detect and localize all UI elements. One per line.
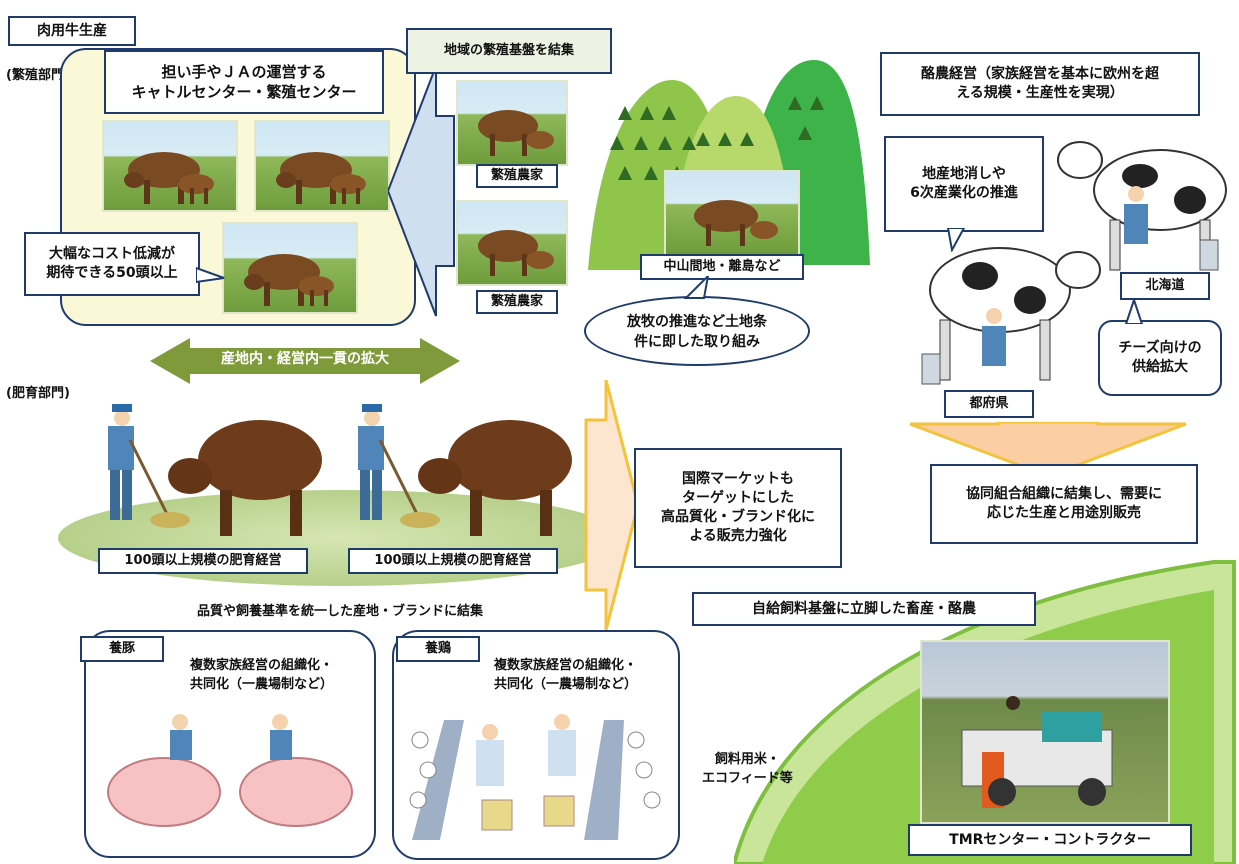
integration-banner: 産地内・経営内一貫の拡大 xyxy=(221,351,389,367)
dairy-title: 酪農経営（家族経営を基本に欧州を超 える規模・生産性を実現） xyxy=(880,52,1200,116)
hokkaido-label: 北海道 xyxy=(1120,272,1210,300)
cow-photo xyxy=(222,222,358,314)
pig-tag: 養豚 xyxy=(80,636,164,662)
brand-note: 品質や飼養基準を統一した産地・ブランドに結集 xyxy=(196,604,483,619)
cow-photo xyxy=(102,120,238,212)
farmer-feeding-illustration xyxy=(358,404,572,536)
dairy-illustration xyxy=(921,141,1227,385)
callout-pointer xyxy=(946,228,966,252)
farmer-label: 繁殖農家 xyxy=(476,164,558,188)
pig-illustration xyxy=(107,714,353,827)
grazing-note: 放牧の推進など土地条 件に即した取り組み xyxy=(584,296,810,366)
poultry-note: 複数家族経営の組織化・ 共同化（一農場制など） xyxy=(494,658,638,692)
fattening-label: 100頭以上規模の肥育経営 xyxy=(98,548,308,574)
merge-arrow xyxy=(388,65,455,317)
local-consumption-note: 地産地消しや 6次産業化の推進 xyxy=(884,136,1044,232)
cow-photo xyxy=(456,80,568,166)
harvester-photo xyxy=(920,640,1170,824)
cow-photo xyxy=(254,120,390,212)
callout-pointer xyxy=(196,266,225,284)
feed-title: 自給飼料基盤に立脚した畜産・酪農 xyxy=(692,592,1036,626)
breeding-section-tag: (繁殖部門) xyxy=(6,68,70,83)
cow-photo xyxy=(456,200,568,286)
poultry-illustration xyxy=(409,714,661,840)
cow-photo xyxy=(664,170,800,256)
pig-note: 複数家族経営の組織化・ 共同化（一農場制など） xyxy=(190,658,334,692)
farmer-label: 繁殖農家 xyxy=(476,290,558,314)
poultry-tag: 養鶏 xyxy=(396,636,480,662)
farmer-feeding-illustration xyxy=(108,404,322,536)
callout-pointer xyxy=(683,276,710,299)
mountain-label: 中山間地・離島など xyxy=(640,254,804,280)
cost-note-callout: 大幅なコスト低減が 期待できる50頭以上 xyxy=(24,232,200,296)
page-title: 肉用牛生産 xyxy=(8,16,136,46)
region-merge-label: 地域の繁殖基盤を結集 xyxy=(406,28,612,74)
callout-pointer xyxy=(1124,300,1144,324)
cheese-note: チーズ向けの 供給拡大 xyxy=(1098,320,1222,396)
market-note: 国際マーケットも ターゲットにした 高品質化・ブランド化に よる販売力強化 xyxy=(634,448,842,568)
integration-arrow xyxy=(150,338,460,384)
prefectures-label: 都府県 xyxy=(944,390,1034,418)
coop-note: 協同組合組織に結集し、需要に 応じた生産と用途別販売 xyxy=(930,464,1198,544)
market-arrow xyxy=(584,380,640,630)
rice-feed-note: 飼料用米・ エコフィード等 xyxy=(702,752,793,786)
fattening-section-tag: (肥育部門) xyxy=(6,386,70,401)
tmr-label: TMRセンター・コントラクター xyxy=(908,824,1192,856)
fattening-label: 100頭以上規模の肥育経営 xyxy=(348,548,558,574)
cattle-center-label: 担い手やＪＡの運営する キャトルセンター・繁殖センター xyxy=(104,50,384,114)
